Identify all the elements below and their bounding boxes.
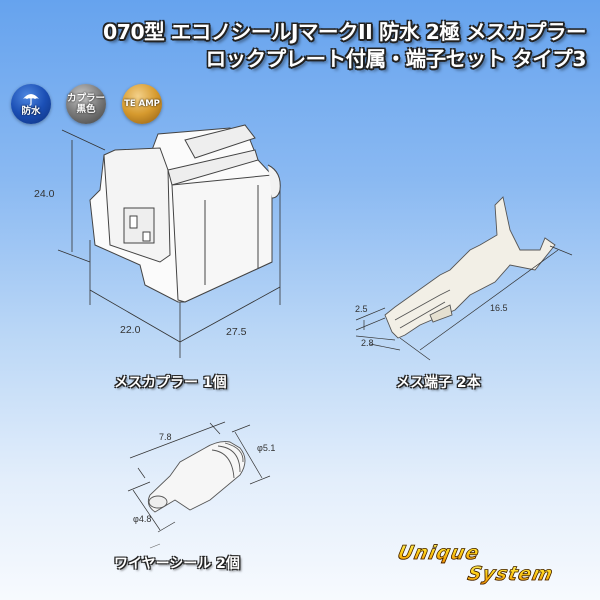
- logo-system: System: [465, 563, 556, 586]
- coupler-color-badge: カプラー 黒色: [66, 84, 106, 124]
- seal-inner-diameter-label: φ4.8: [133, 514, 152, 524]
- terminal-caption: メス端子 2本: [396, 375, 481, 391]
- coupler-body: [89, 124, 281, 303]
- product-title-line2: ロックプレート付属・端子セット タイプ3: [205, 47, 587, 71]
- coupler-height-label: 24.0: [34, 188, 55, 200]
- waterproof-badge: 防水: [11, 84, 51, 124]
- coupler-drawing: [57, 129, 281, 358]
- waterproof-label: 防水: [21, 105, 41, 117]
- seal-caption: ワイヤーシール 2個: [114, 556, 240, 572]
- seal-length-label: 7.8: [159, 432, 172, 442]
- product-title-line1: 070型 エコノシールJマークII 防水 2極 メスカプラー: [103, 20, 587, 44]
- coupler-width-label: 22.0: [120, 324, 141, 336]
- coupler-label: カプラー: [66, 93, 105, 104]
- coupler-depth-label: 27.5: [226, 326, 247, 338]
- seal-outer-diameter-label: φ5.1: [257, 443, 276, 453]
- coupler-caption: メスカプラー 1個: [114, 375, 227, 391]
- logo-unique: Unique: [395, 542, 482, 565]
- terminal-dimensions: [355, 245, 573, 361]
- seal-drawing: [147, 441, 246, 513]
- color-label: 黒色: [76, 104, 96, 115]
- terminal-height-label: 2.5: [355, 304, 368, 314]
- umbrella-icon: [23, 93, 39, 106]
- terminal-drawing: [384, 196, 556, 339]
- brand-label: TE AMP: [124, 98, 160, 109]
- terminal-width-label: 2.8: [361, 338, 374, 348]
- terminal-length-label: 16.5: [490, 303, 508, 313]
- brand-badge: TE AMP: [122, 84, 162, 124]
- seal-dimensions: [127, 421, 271, 533]
